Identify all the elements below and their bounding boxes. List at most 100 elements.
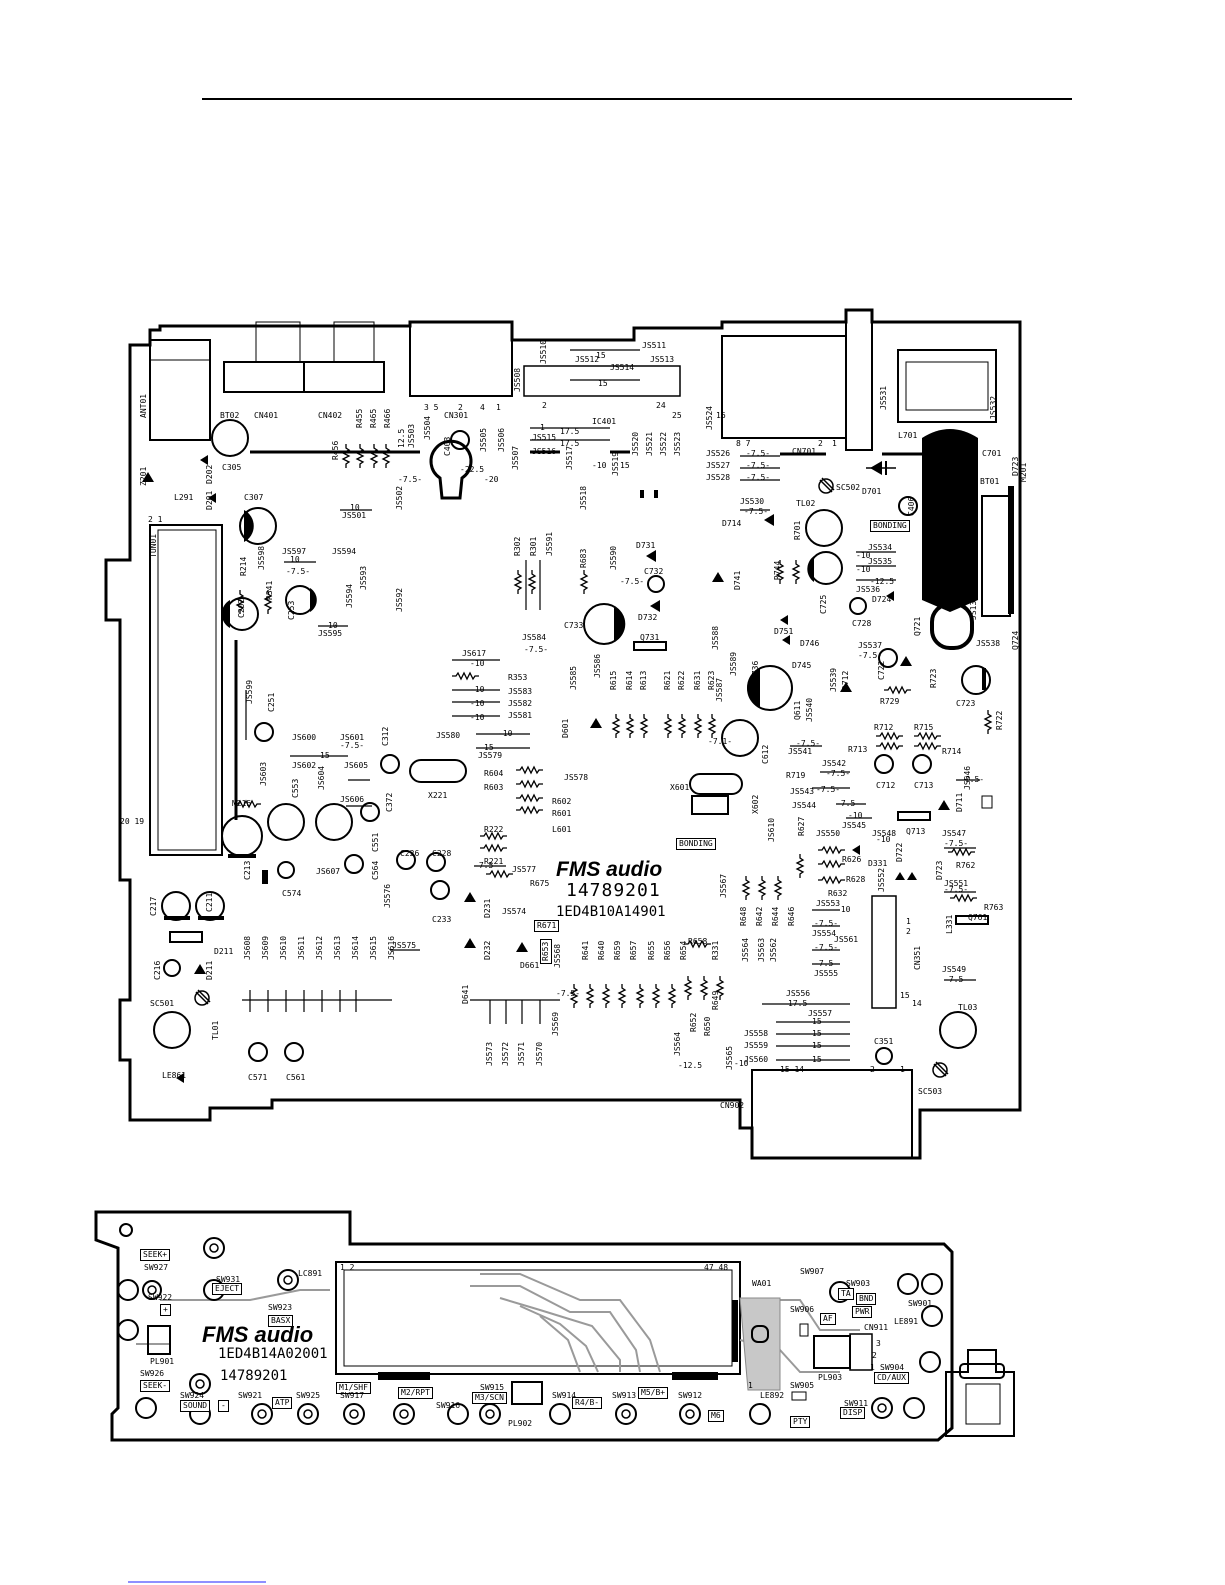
component-label-250: JS612 — [315, 935, 324, 960]
front-component-label-33: 3 — [876, 1339, 881, 1348]
value-label-69: -7.1- — [708, 737, 733, 746]
value-label-26: -10 — [470, 699, 485, 708]
component-label-242: TL01 — [211, 1020, 220, 1040]
front-component-label-15: SW913 — [612, 1391, 637, 1400]
value-label-56: 15 14 — [780, 1065, 805, 1074]
value-label-21: -7.5- — [286, 567, 311, 576]
component-label-22: IC401 — [592, 417, 617, 426]
component-label-247: JS609 — [261, 935, 270, 960]
component-label-205: C251 — [267, 692, 276, 712]
component-label-191: D601 — [561, 718, 570, 738]
ta-label: TA — [838, 1288, 854, 1300]
component-label-123: R715 — [914, 723, 934, 732]
r653-label: R653 — [540, 938, 552, 964]
component-label-32: JS522 — [659, 431, 668, 456]
value-label-59: -12.5 — [678, 1061, 703, 1070]
component-label-99: D745 — [792, 661, 812, 670]
disp-label: DISP — [840, 1407, 866, 1419]
component-label-249: JS611 — [297, 935, 306, 960]
component-label-154: L331 — [945, 914, 954, 934]
value-label-2: 2 — [542, 401, 547, 410]
front-component-label-1: SW931 — [216, 1275, 241, 1284]
component-label-170: R650 — [703, 1016, 712, 1036]
eject-label: EJECT — [212, 1283, 243, 1295]
component-label-183: X601 — [670, 783, 690, 792]
component-label-147: R632 — [828, 889, 848, 898]
value-label-3: 24 — [656, 401, 666, 410]
component-label-182: X602 — [751, 794, 760, 814]
component-label-48: C701 — [982, 449, 1002, 458]
value-label-12: 2 — [818, 439, 823, 448]
front-component-label-5: PL901 — [150, 1357, 175, 1366]
component-label-210: C574 — [282, 889, 302, 898]
component-label-80: JS501 — [342, 511, 367, 520]
front-component-label-29: 1 2 — [340, 1263, 355, 1272]
component-label-2: CN401 — [254, 411, 279, 420]
component-label-64: R214 — [239, 556, 248, 576]
component-label-148: JS552 — [877, 867, 886, 892]
component-label-253: JS615 — [369, 935, 378, 960]
m5-b-plus-label: M5/B+ — [638, 1387, 669, 1399]
component-label-76: L291 — [174, 493, 194, 502]
component-label-233: R331 — [711, 940, 720, 960]
plus-label: + — [160, 1304, 171, 1316]
component-label-120: D712 — [841, 670, 850, 690]
component-label-161: JS558 — [744, 1029, 769, 1038]
component-label-203: C372 — [385, 792, 394, 812]
component-label-118: Q611 — [793, 700, 802, 720]
front-component-label-31: 2 — [872, 1351, 877, 1360]
component-label-173: R642 — [755, 906, 764, 926]
value-label-64: 1 — [900, 1065, 905, 1074]
front-component-label-26: CN911 — [864, 1323, 889, 1332]
antenna-jack — [149, 339, 211, 441]
component-label-46: L701 — [898, 431, 918, 440]
component-label-254: JS616 — [387, 935, 396, 960]
value-label-44: -7.5- — [944, 839, 969, 848]
value-label-34: -10 — [856, 565, 871, 574]
component-label-7: R466 — [383, 408, 392, 428]
component-label-144: R628 — [846, 875, 866, 884]
component-label-178: JS563 — [757, 937, 766, 962]
component-label-33: JS523 — [673, 431, 682, 456]
component-label-124: R713 — [848, 745, 868, 754]
component-label-146: JS551 — [944, 879, 969, 888]
value-label-66: 14 — [912, 999, 922, 1008]
component-label-224: JS568 — [553, 943, 562, 968]
component-label-83: R301 — [529, 536, 538, 556]
component-label-231: R654 — [679, 940, 688, 960]
component-label-6: R465 — [369, 408, 378, 428]
value-label-1: 15 — [598, 379, 608, 388]
component-label-97: D751 — [774, 627, 794, 636]
front-component-label-21: SW903 — [846, 1279, 871, 1288]
component-label-105: R353 — [508, 673, 528, 682]
component-label-55: C728 — [852, 619, 872, 628]
component-label-60: R723 — [929, 668, 938, 688]
component-label-127: JS542 — [822, 759, 847, 768]
component-label-265: Q724 — [1011, 630, 1020, 650]
value-label-42: -10 — [848, 811, 863, 820]
component-label-177: JS564 — [741, 937, 750, 962]
component-label-190: L601 — [552, 825, 572, 834]
component-label-119: JS539 — [829, 667, 838, 692]
tuner-module — [149, 524, 223, 856]
component-label-174: R644 — [771, 906, 780, 926]
value-label-47: -7.5- — [814, 919, 839, 928]
component-label-220: D231 — [483, 898, 492, 918]
component-label-197: JS601 — [340, 733, 365, 742]
component-label-36: JS527 — [706, 461, 731, 470]
component-label-21: JS514 — [610, 363, 635, 372]
value-label-8: 2 — [458, 403, 463, 412]
component-label-180: R627 — [797, 816, 806, 836]
resistors — [235, 444, 993, 1008]
component-label-163: JS560 — [744, 1055, 769, 1064]
value-label-17: -7.5- — [744, 507, 769, 516]
component-label-29: JS519 — [611, 451, 620, 476]
component-label-95: R701 — [793, 520, 802, 540]
component-label-200: JS606 — [340, 795, 365, 804]
component-label-186: R604 — [484, 769, 504, 778]
component-label-104: JS617 — [462, 649, 487, 658]
value-label-11: 8 7 — [736, 439, 751, 448]
value-label-60: -10 — [734, 1059, 749, 1068]
component-label-113: R613 — [639, 670, 648, 690]
component-label-69: JS594 — [332, 547, 357, 556]
